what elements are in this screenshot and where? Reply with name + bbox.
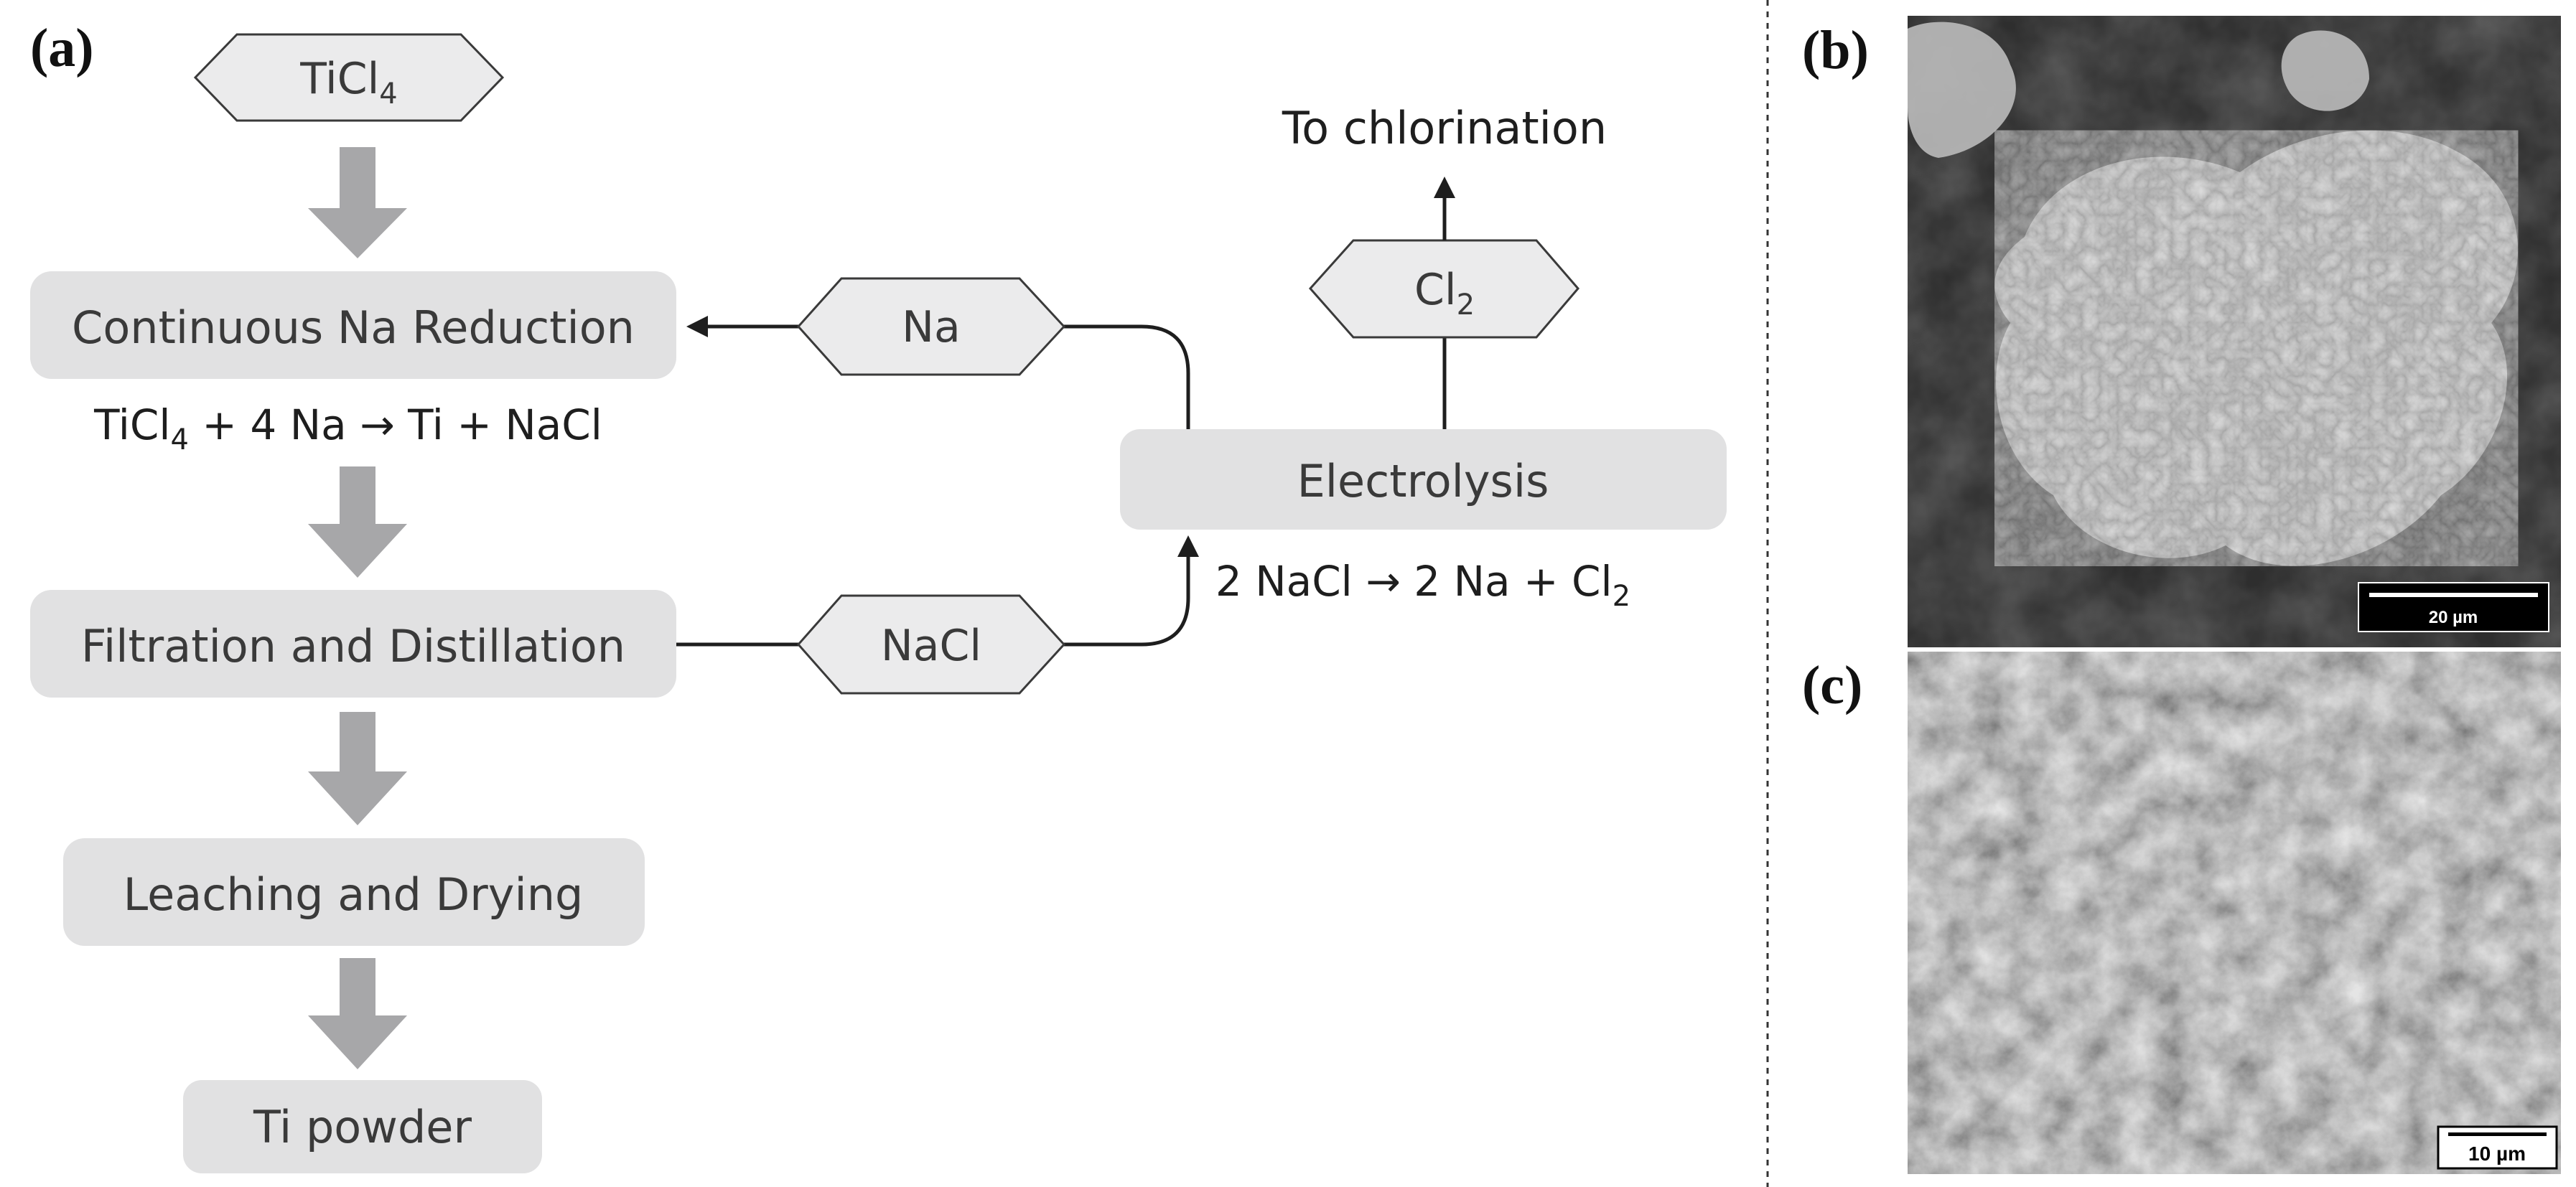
- na-recycle-line: [686, 316, 1190, 429]
- svg-text:Na: Na: [902, 302, 961, 352]
- scale-bar-c: 10 µm: [2437, 1125, 2558, 1170]
- ticl4-sub: 4: [379, 78, 397, 111]
- ticl4-main: TiCl: [299, 54, 379, 104]
- reduction-step-box: Continuous Na Reduction: [30, 271, 676, 379]
- to-chlorination-label: To chlorination: [1282, 102, 1607, 154]
- ti-powder-output-box: Ti powder: [183, 1080, 542, 1173]
- filtration-step-label: Filtration and Distillation: [81, 620, 625, 672]
- down-arrow-1: [308, 147, 407, 258]
- sem-image-c: 10 µm: [1908, 652, 2561, 1174]
- svg-text:20 µm: 20 µm: [2429, 608, 2478, 627]
- na-recycle-node: Na: [796, 277, 1066, 376]
- sem-image-b: 20 µm: [1908, 16, 2561, 647]
- panel-label-b: (b): [1802, 20, 1869, 80]
- leaching-step-box: Leaching and Drying: [63, 838, 645, 946]
- svg-text:NaCl: NaCl: [881, 621, 981, 671]
- cl2-node: Cl2: [1308, 239, 1579, 339]
- panel-label-a: (a): [30, 18, 94, 78]
- nacl-recycle-line: [676, 535, 1199, 647]
- reduction-step-label: Continuous Na Reduction: [72, 301, 635, 354]
- panel-label-c: (c): [1802, 655, 1862, 716]
- nacl-recycle-node: NaCl: [796, 594, 1066, 695]
- svg-text:10 µm: 10 µm: [2468, 1143, 2526, 1165]
- svg-text:TiCl4: TiCl4: [299, 54, 398, 111]
- ticl4-input-node: TiCl4: [193, 33, 505, 122]
- scale-bar-b: 20 µm: [2358, 582, 2549, 632]
- filtration-step-box: Filtration and Distillation: [30, 590, 676, 698]
- down-arrow-2: [308, 466, 407, 578]
- ti-powder-label: Ti powder: [253, 1101, 472, 1153]
- electrolysis-step-label: Electrolysis: [1297, 455, 1549, 507]
- electrolysis-step-box: Electrolysis: [1120, 429, 1727, 530]
- electrolysis-equation: 2 NaCl → 2 Na + Cl2: [1215, 557, 1630, 613]
- reduction-equation: TiCl4 + 4 Na → Ti + NaCl: [93, 400, 602, 456]
- down-arrow-3: [308, 712, 407, 825]
- leaching-step-label: Leaching and Drying: [123, 868, 584, 921]
- down-arrow-4: [308, 958, 407, 1069]
- svg-text:Cl2: Cl2: [1414, 265, 1475, 322]
